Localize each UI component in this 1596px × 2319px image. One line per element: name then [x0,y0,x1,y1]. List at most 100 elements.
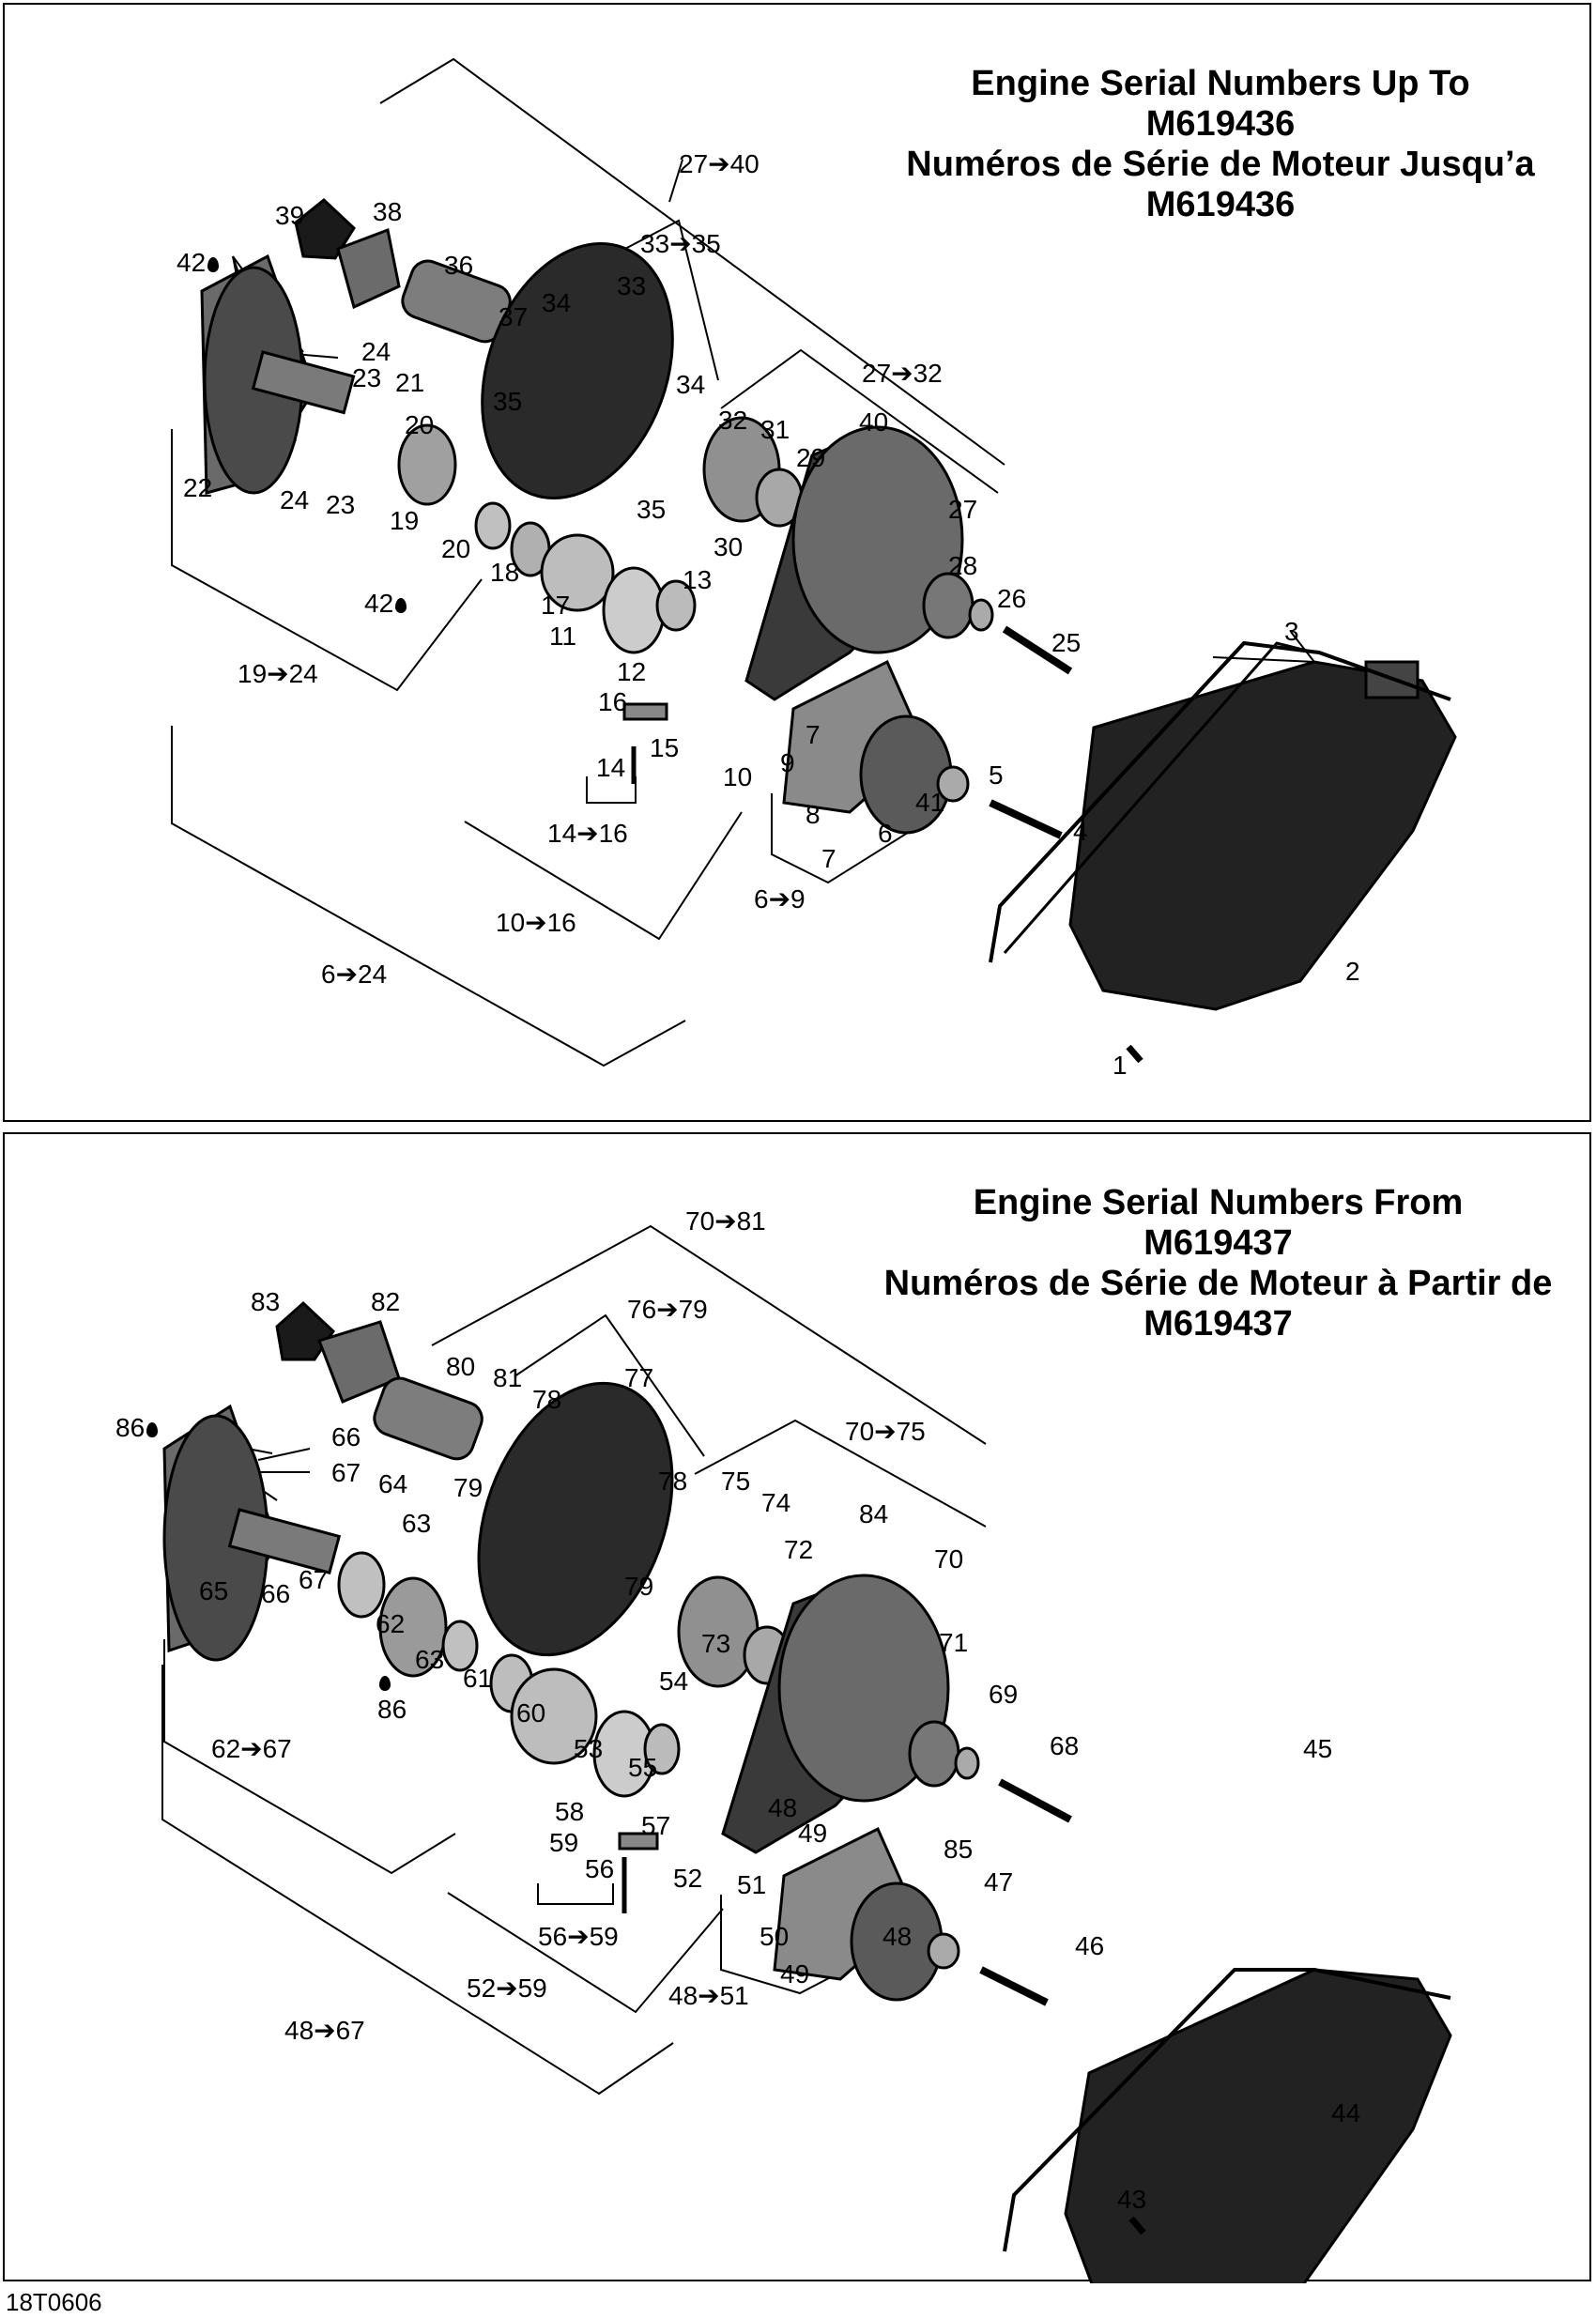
part-callout-lubricant: 86 [115,1413,159,1442]
part-callout: 53 [574,1734,604,1763]
part-number: 86 [115,1413,146,1442]
part-callout: 56 [585,1854,615,1883]
part-callout: 38 [373,197,403,226]
part-callout: 44 [1331,2098,1361,2127]
heading-line: Engine Serial Numbers Up To [971,64,1470,103]
part-callout: 34 [542,288,572,317]
diagram-panel-from-m619437: Engine Serial Numbers From M619437 Numér… [3,1132,1591,2283]
group-label: 48➔67 [284,2016,365,2045]
part-number: 42 [364,589,394,618]
oil-drop-icon [207,257,220,272]
part-callout: 72 [784,1535,814,1564]
part-callout: 49 [780,1959,810,1989]
exploded-view-drawing-bottom [161,1224,1452,2283]
heading-line: M619436 [1145,104,1296,144]
section-heading: Engine Serial Numbers From M619437 Numér… [868,1183,1568,1344]
part-callout: 33 [617,271,647,300]
part-callout: 68 [1050,1731,1080,1760]
part-callout: 82 [371,1287,401,1316]
part-callout: 43 [1117,2185,1147,2214]
exploded-view-drawing-top [171,57,1457,1067]
part-callout: 1 [1113,1051,1128,1080]
part-callout: 57 [641,1811,671,1840]
part-callout: 51 [737,1870,767,1899]
part-callout: 20 [405,410,435,439]
part-callout: 64 [378,1469,408,1498]
part-callout: 34 [676,370,706,399]
part-callout: 31 [760,415,790,444]
part-callout: 26 [997,584,1027,613]
part-callout: 24 [361,337,391,366]
part-callout: 17 [541,591,571,620]
group-label: 10➔16 [496,908,576,937]
section-heading: Engine Serial Numbers Up To M619436 Numé… [882,64,1558,225]
heading-line: M619436 [1145,185,1296,224]
part-callout: 7 [821,844,836,873]
part-callout: 35 [493,387,523,416]
diagram-panel-up-to-m619436: Engine Serial Numbers Up To M619436 Numé… [3,3,1591,1122]
part-callout: 84 [859,1499,889,1528]
part-callout: 16 [598,687,628,716]
part-callout: 48 [882,1922,913,1951]
part-callout: 4 [1073,817,1088,846]
heading-line: Numéros de Série de Moteur à Partir de [883,1264,1553,1303]
part-callout: 14 [596,753,626,782]
diagram-reference-code: 18T0606 [6,2288,102,2316]
part-callout: 79 [453,1473,483,1502]
part-callout: 36 [444,251,474,280]
part-callout: 69 [989,1680,1019,1709]
part-callout: 60 [516,1698,546,1728]
part-callout: 66 [261,1579,291,1608]
part-callout: 85 [944,1835,974,1864]
part-callout: 18 [490,558,520,587]
part-callout: 74 [761,1488,791,1517]
part-callout: 63 [415,1645,445,1674]
part-number: 86 [377,1695,407,1724]
group-label: 52➔59 [467,1973,547,2003]
oil-drop-icon [379,1676,391,1691]
part-callout: 23 [326,490,356,519]
part-callout: 21 [395,368,425,397]
part-callout: 35 [637,495,667,524]
part-callout: 80 [446,1352,476,1381]
part-callout: 9 [780,748,795,777]
part-callout: 49 [798,1819,828,1848]
part-callout-lubricant: 42 [176,248,220,277]
part-callout: 59 [549,1828,579,1857]
part-callout: 45 [1303,1734,1333,1763]
group-label: 6➔9 [754,884,806,914]
part-callout: 7 [806,720,821,749]
part-callout: 66 [331,1422,361,1451]
part-callout: 12 [617,657,647,686]
part-callout-lubricant: 42 [364,590,407,618]
part-callout: 47 [984,1867,1014,1897]
part-callout: 8 [806,800,821,829]
group-label: 70➔81 [685,1206,766,1236]
part-callout: 77 [624,1363,654,1392]
part-callout: 27 [948,495,978,524]
group-label: 76➔79 [627,1295,708,1324]
part-callout: 2 [1345,957,1360,986]
part-callout: 79 [624,1572,654,1601]
part-callout: 71 [939,1628,969,1657]
part-callout: 63 [402,1509,432,1538]
group-label: 27➔40 [679,149,760,178]
group-label: 62➔67 [211,1734,292,1763]
part-callout: 37 [499,302,529,331]
oil-drop-icon [146,1422,159,1437]
part-callout: 10 [723,762,753,791]
group-label: 19➔24 [238,659,318,688]
heading-line: Numéros de Série de Moteur Jusqu’a [906,145,1535,184]
group-label: 14➔16 [547,819,628,848]
part-callout: 48 [768,1793,798,1822]
part-callout: 22 [183,473,213,502]
part-callout: 62 [376,1609,406,1638]
part-callout: 78 [658,1467,688,1496]
part-callout: 58 [555,1797,585,1826]
part-number: 42 [176,248,207,277]
part-callout: 15 [650,733,680,762]
part-callout: 81 [493,1363,523,1392]
part-callout: 13 [683,565,713,594]
part-callout: 39 [275,201,305,230]
part-callout: 19 [390,506,420,535]
